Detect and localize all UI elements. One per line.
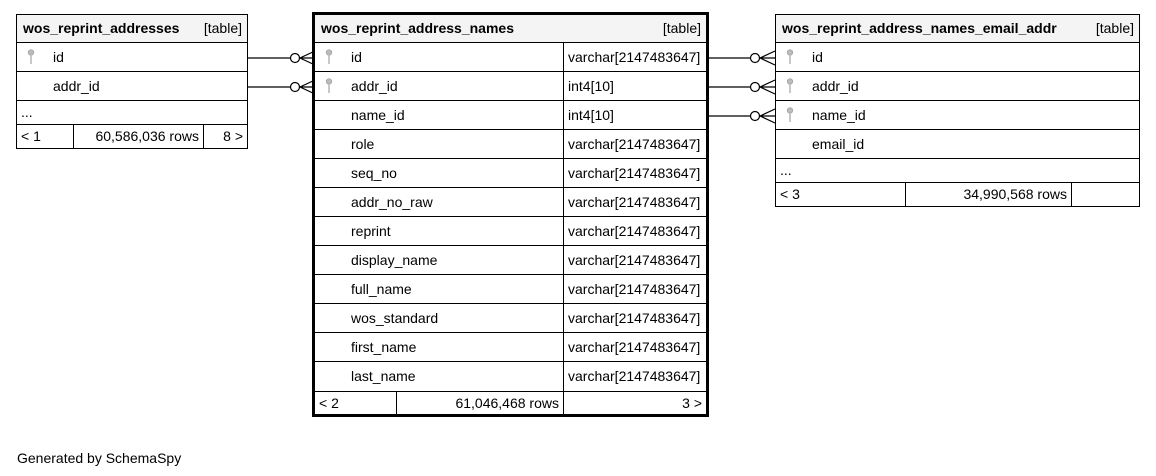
column-row[interactable]: last_name varchar[2147483647]: [315, 362, 706, 391]
column-name: display_name: [351, 252, 438, 268]
table-name: wos_reprint_address_names_email_addr: [782, 20, 1057, 36]
column-type: varchar[2147483647]: [563, 304, 706, 332]
column-list: id addr_id name_id email_id: [776, 43, 1139, 159]
column-name: seq_no: [351, 165, 397, 181]
column-name: addr_id: [53, 78, 100, 94]
table-footer: < 3 34,990,568 rows: [776, 183, 1139, 206]
ellipsis: ...: [780, 162, 792, 178]
key-icon: [27, 49, 35, 64]
column-type: varchar[2147483647]: [563, 188, 706, 216]
column-type: int4[10]: [563, 72, 706, 100]
parent-count[interactable]: < 3: [780, 186, 800, 202]
column-row[interactable]: addr_id int4[10]: [315, 72, 706, 101]
column-name: first_name: [351, 339, 417, 355]
more-columns-row: ...: [17, 101, 247, 125]
column-row[interactable]: display_name varchar[2147483647]: [315, 246, 706, 275]
column-row[interactable]: addr_id: [17, 72, 247, 101]
column-name: addr_id: [812, 78, 859, 94]
table-kind: [table]: [662, 20, 701, 36]
column-type: varchar[2147483647]: [563, 217, 706, 245]
row-count: 61,046,468 rows: [455, 395, 559, 411]
column-row[interactable]: id: [17, 43, 247, 72]
table-header: wos_reprint_addresses [table]: [17, 15, 247, 43]
column-name: wos_standard: [351, 310, 439, 326]
key-icon: [786, 78, 794, 93]
column-name: email_id: [812, 136, 865, 152]
column-name: addr_no_raw: [351, 194, 433, 210]
column-name: reprint: [351, 223, 391, 239]
column-row[interactable]: addr_no_raw varchar[2147483647]: [315, 188, 706, 217]
column-name: name_id: [351, 107, 405, 123]
table-footer: < 2 61,046,468 rows 3 >: [315, 391, 706, 414]
table-wos-reprint-address-names[interactable]: wos_reprint_address_names [table] id varc…: [312, 12, 709, 417]
column-row[interactable]: email_id: [776, 130, 1139, 159]
key-icon: [325, 49, 333, 64]
table-name: wos_reprint_address_names: [321, 20, 514, 36]
column-name: name_id: [812, 107, 866, 123]
column-row[interactable]: seq_no varchar[2147483647]: [315, 159, 706, 188]
column-type: varchar[2147483647]: [563, 130, 706, 158]
column-row[interactable]: name_id int4[10]: [315, 101, 706, 130]
table-kind: [table]: [203, 20, 242, 36]
table-header: wos_reprint_address_names [table]: [315, 15, 706, 43]
relationship-optional-marker: [289, 81, 301, 93]
column-type: varchar[2147483647]: [563, 275, 706, 303]
relationship-optional-marker: [749, 110, 761, 122]
key-icon: [786, 49, 794, 64]
table-wos-reprint-address-names-email-addr[interactable]: wos_reprint_address_names_email_addr [ta…: [775, 14, 1140, 207]
relationship-crowfoot-marker: [758, 79, 776, 95]
child-count[interactable]: 3 >: [682, 395, 702, 411]
row-count: 60,586,036 rows: [95, 128, 199, 144]
relationship-optional-marker: [749, 81, 761, 93]
relationship-optional-marker: [749, 52, 761, 64]
more-columns-row: ...: [776, 159, 1139, 183]
column-row[interactable]: first_name varchar[2147483647]: [315, 333, 706, 362]
parent-count[interactable]: < 2: [319, 395, 339, 411]
relationship-optional-marker: [289, 52, 301, 64]
column-name: id: [53, 49, 64, 65]
column-row[interactable]: wos_standard varchar[2147483647]: [315, 304, 706, 333]
table-name: wos_reprint_addresses: [23, 20, 180, 36]
column-type: varchar[2147483647]: [563, 43, 706, 71]
table-footer: < 1 60,586,036 rows 8 >: [17, 125, 247, 148]
relationship-crowfoot-marker: [758, 108, 776, 124]
column-name: full_name: [351, 281, 412, 297]
column-name: last_name: [351, 368, 416, 384]
column-row[interactable]: role varchar[2147483647]: [315, 130, 706, 159]
column-type: varchar[2147483647]: [563, 159, 706, 187]
column-name: id: [812, 49, 823, 65]
column-type: varchar[2147483647]: [563, 333, 706, 361]
table-header: wos_reprint_address_names_email_addr [ta…: [776, 15, 1139, 43]
column-row[interactable]: full_name varchar[2147483647]: [315, 275, 706, 304]
table-kind: [table]: [1095, 20, 1134, 36]
column-type: int4[10]: [563, 101, 706, 129]
key-icon: [786, 107, 794, 122]
column-row[interactable]: reprint varchar[2147483647]: [315, 217, 706, 246]
column-row[interactable]: id: [776, 43, 1139, 72]
relationship-crowfoot-marker: [758, 50, 776, 66]
row-count: 34,990,568 rows: [963, 186, 1067, 202]
column-name: addr_id: [351, 78, 398, 94]
generated-by-label: Generated by SchemaSpy: [17, 450, 182, 466]
column-name: id: [351, 49, 362, 65]
child-count[interactable]: 8 >: [223, 128, 243, 144]
column-row[interactable]: addr_id: [776, 72, 1139, 101]
parent-count[interactable]: < 1: [21, 128, 41, 144]
column-type: varchar[2147483647]: [563, 362, 706, 391]
table-wos-reprint-addresses[interactable]: wos_reprint_addresses [table] id addr_id…: [16, 14, 248, 149]
ellipsis: ...: [21, 104, 33, 120]
column-row[interactable]: name_id: [776, 101, 1139, 130]
column-name: role: [351, 136, 375, 152]
key-icon: [325, 78, 333, 93]
column-row[interactable]: id varchar[2147483647]: [315, 43, 706, 72]
column-type: varchar[2147483647]: [563, 246, 706, 274]
